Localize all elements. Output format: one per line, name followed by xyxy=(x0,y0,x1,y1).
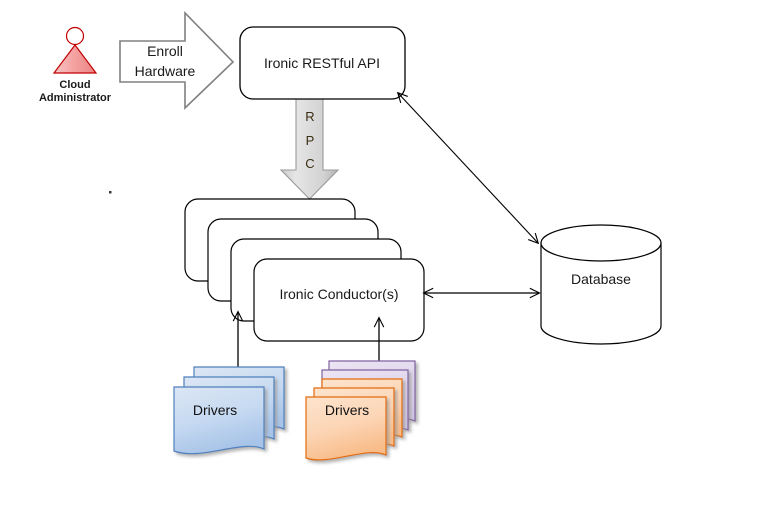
connector-api-to-database xyxy=(398,93,538,243)
actor-label-line2: Administrator xyxy=(39,92,112,104)
api-label: Ironic RESTful API xyxy=(264,55,380,71)
database-body-shape xyxy=(540,242,662,345)
ironic-restful-api-node xyxy=(239,26,406,100)
rpc-letter-p: P xyxy=(306,133,315,148)
rpc-arrow xyxy=(279,91,340,200)
rpc-arrow-shape xyxy=(279,91,340,200)
drivers-orange-label: Drivers xyxy=(325,402,369,418)
ironic-conductor-stack xyxy=(184,198,425,342)
drivers-blue-doc-1 xyxy=(173,386,265,455)
enroll-hardware-label-line1: Enroll xyxy=(147,43,183,59)
conductor-label: Ironic Conductor(s) xyxy=(279,286,398,302)
database-label: Database xyxy=(571,271,631,287)
actor-label-line1: Cloud xyxy=(59,79,90,91)
actor-body-icon xyxy=(52,44,98,74)
actor-head-icon xyxy=(65,26,85,46)
api-box-shape xyxy=(239,26,406,100)
rpc-letter-c: C xyxy=(305,156,314,171)
enroll-hardware-arrow-shape xyxy=(119,11,235,110)
stray-dot-artifact xyxy=(109,191,112,194)
drivers-orange-doc-1 xyxy=(305,396,387,461)
drivers-blue-stack xyxy=(173,366,285,455)
drivers-blue-label: Drivers xyxy=(193,402,237,418)
database-top-ellipse xyxy=(540,224,662,262)
cloud-administrator-actor xyxy=(52,26,98,74)
drivers-orange-stack xyxy=(305,360,416,461)
rpc-letter-r: R xyxy=(305,109,314,124)
enroll-hardware-label-line2: Hardware xyxy=(135,63,196,79)
enroll-hardware-arrow xyxy=(119,11,235,110)
database-node xyxy=(540,224,662,345)
